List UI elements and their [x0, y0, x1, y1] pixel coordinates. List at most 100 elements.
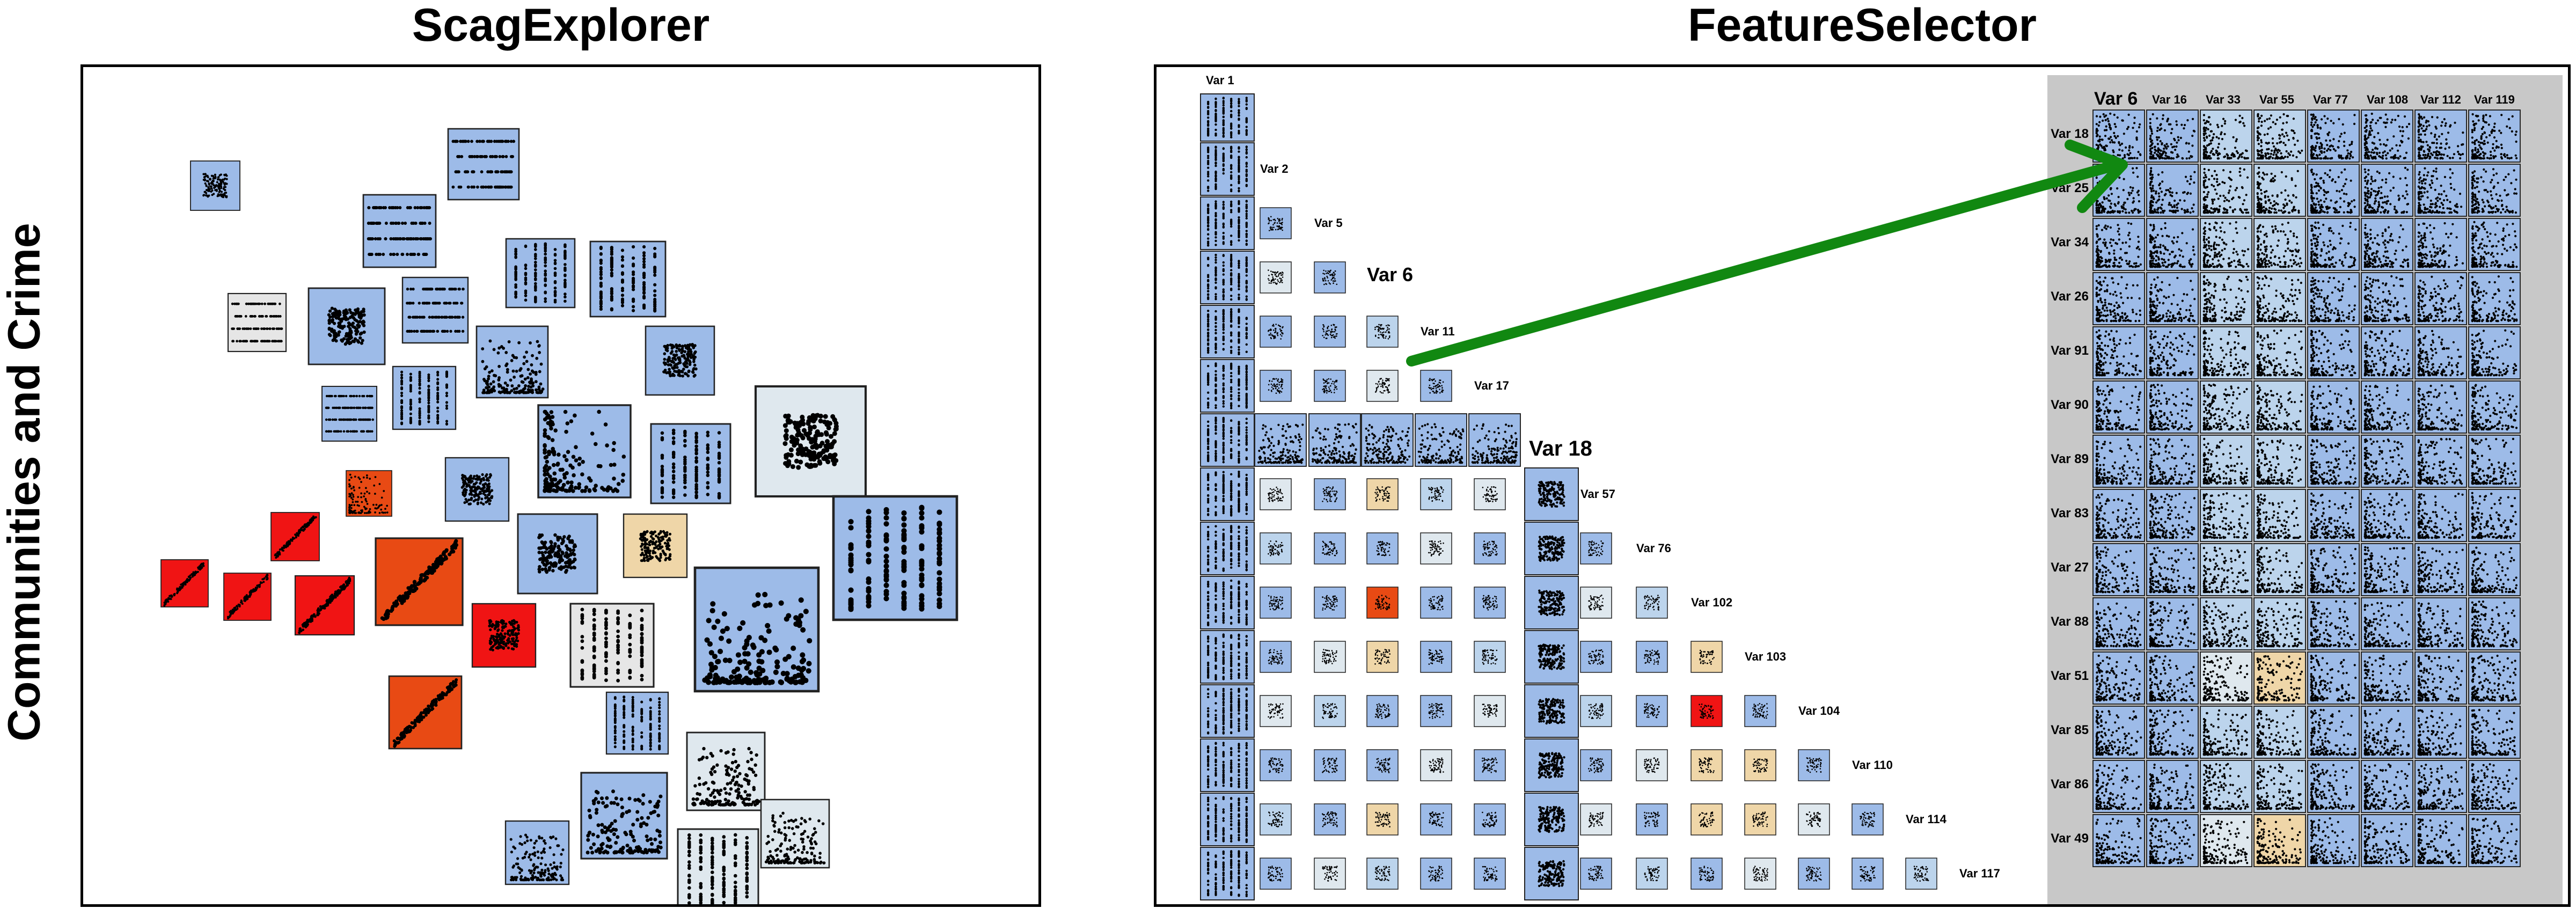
selector-cell[interactable]	[2253, 326, 2306, 379]
selector-cell[interactable]	[2468, 326, 2521, 379]
selector-cell[interactable]	[2414, 597, 2467, 650]
scagexplorer-plot[interactable]	[760, 799, 830, 869]
scagexplorer-plot[interactable]	[537, 404, 632, 499]
feature-pair-cell[interactable]	[1474, 478, 1506, 510]
feature-pair-cell[interactable]	[1420, 587, 1452, 619]
scagexplorer-plot[interactable]	[444, 457, 510, 522]
selector-cell[interactable]	[2361, 651, 2413, 705]
scagexplorer-plot[interactable]	[401, 276, 469, 344]
feature-pair-cell[interactable]	[1200, 142, 1255, 196]
selector-cell[interactable]	[2253, 380, 2306, 434]
scagexplorer-plot[interactable]	[693, 566, 820, 693]
selector-cell[interactable]	[2092, 272, 2145, 325]
scagexplorer-plot[interactable]	[645, 325, 715, 396]
selector-cell[interactable]	[2307, 218, 2360, 271]
selector-cell[interactable]	[2361, 543, 2413, 596]
feature-pair-cell[interactable]	[1474, 749, 1506, 781]
selector-cell[interactable]	[2253, 597, 2306, 650]
feature-pair-cell[interactable]	[1314, 641, 1346, 673]
feature-pair-cell[interactable]	[1260, 478, 1292, 510]
feature-pair-cell[interactable]	[1366, 749, 1399, 781]
feature-pair-cell[interactable]	[1260, 749, 1292, 781]
scagexplorer-plot[interactable]	[471, 603, 537, 668]
feature-pair-cell[interactable]	[1200, 576, 1255, 629]
selector-cell[interactable]	[2092, 218, 2145, 271]
feature-pair-cell[interactable]	[1366, 803, 1399, 836]
selector-cell[interactable]	[2307, 597, 2360, 650]
selector-cell[interactable]	[2468, 489, 2521, 542]
selector-cell[interactable]	[2468, 814, 2521, 867]
feature-pair-cell[interactable]	[1636, 749, 1668, 781]
selector-cell[interactable]	[2253, 651, 2306, 705]
selector-cell[interactable]	[2200, 109, 2252, 163]
selector-cell[interactable]	[2200, 218, 2252, 271]
scagexplorer-plot[interactable]	[375, 537, 464, 626]
selector-cell[interactable]	[2468, 435, 2521, 488]
selector-cell[interactable]	[2468, 164, 2521, 217]
selector-cell[interactable]	[2468, 218, 2521, 271]
scagexplorer-plot[interactable]	[650, 423, 731, 504]
feature-pair-cell[interactable]	[1366, 641, 1399, 673]
selector-cell[interactable]	[2200, 164, 2252, 217]
feature-pair-cell[interactable]	[1260, 695, 1292, 727]
scagexplorer-plot[interactable]	[623, 513, 688, 578]
selector-cell[interactable]	[2092, 597, 2145, 650]
feature-pair-cell[interactable]	[1524, 630, 1579, 684]
selector-cell[interactable]	[2361, 380, 2413, 434]
feature-pair-cell[interactable]	[1798, 858, 1830, 890]
feature-pair-cell[interactable]	[1200, 251, 1255, 304]
feature-pair-cell[interactable]	[1361, 413, 1414, 467]
feature-pair-cell[interactable]	[1200, 738, 1255, 792]
feature-pair-cell[interactable]	[1690, 749, 1723, 781]
feature-pair-cell[interactable]	[1200, 359, 1255, 413]
feature-pair-cell[interactable]	[1474, 532, 1506, 565]
selector-cell[interactable]	[2468, 380, 2521, 434]
feature-pair-cell[interactable]	[1200, 793, 1255, 846]
feature-pair-cell[interactable]	[1744, 803, 1776, 836]
feature-pair-cell[interactable]	[1524, 847, 1579, 900]
feature-pair-cell[interactable]	[1200, 522, 1255, 575]
selector-cell[interactable]	[2092, 489, 2145, 542]
feature-pair-cell[interactable]	[1260, 207, 1292, 239]
selector-cell[interactable]	[2307, 489, 2360, 542]
feature-pair-cell[interactable]	[1798, 749, 1830, 781]
feature-pair-cell[interactable]	[1580, 858, 1612, 890]
selector-cell[interactable]	[2468, 272, 2521, 325]
selector-cell[interactable]	[2253, 109, 2306, 163]
feature-pair-cell[interactable]	[1200, 413, 1255, 467]
scagexplorer-plot[interactable]	[362, 194, 437, 268]
selector-cell[interactable]	[2468, 597, 2521, 650]
selector-cell[interactable]	[2414, 326, 2467, 379]
feature-pair-cell[interactable]	[1636, 858, 1668, 890]
feature-pair-cell[interactable]	[1636, 803, 1668, 836]
selector-cell[interactable]	[2414, 164, 2467, 217]
feature-pair-cell[interactable]	[1200, 467, 1255, 521]
scagexplorer-plot[interactable]	[447, 128, 520, 201]
feature-pair-cell[interactable]	[1200, 847, 1255, 900]
selector-cell[interactable]	[2146, 706, 2199, 759]
scagexplorer-plot[interactable]	[580, 772, 668, 860]
feature-pair-cell[interactable]	[1200, 93, 1255, 142]
scagexplorer-plot[interactable]	[754, 385, 867, 498]
selector-cell[interactable]	[2361, 489, 2413, 542]
selector-cell[interactable]	[2307, 651, 2360, 705]
selector-cell[interactable]	[2092, 435, 2145, 488]
scagexplorer-plot[interactable]	[346, 470, 392, 517]
scagexplorer-plot[interactable]	[589, 240, 667, 318]
selector-cell[interactable]	[2414, 272, 2467, 325]
feature-pair-cell[interactable]	[1744, 858, 1776, 890]
feature-pair-cell[interactable]	[1524, 793, 1579, 846]
feature-pair-cell[interactable]	[1366, 858, 1399, 890]
selector-cell[interactable]	[2146, 435, 2199, 488]
selector-cell[interactable]	[2468, 543, 2521, 596]
feature-pair-cell[interactable]	[1420, 641, 1452, 673]
selector-cell[interactable]	[2146, 760, 2199, 813]
feature-pair-cell[interactable]	[1524, 467, 1579, 521]
feature-pair-cell[interactable]	[1366, 478, 1399, 510]
selector-cell[interactable]	[2361, 326, 2413, 379]
selector-cell[interactable]	[2253, 164, 2306, 217]
selector-cell[interactable]	[2092, 706, 2145, 759]
feature-pair-cell[interactable]	[1474, 858, 1506, 890]
selector-cell[interactable]	[2468, 706, 2521, 759]
selector-cell[interactable]	[2253, 272, 2306, 325]
